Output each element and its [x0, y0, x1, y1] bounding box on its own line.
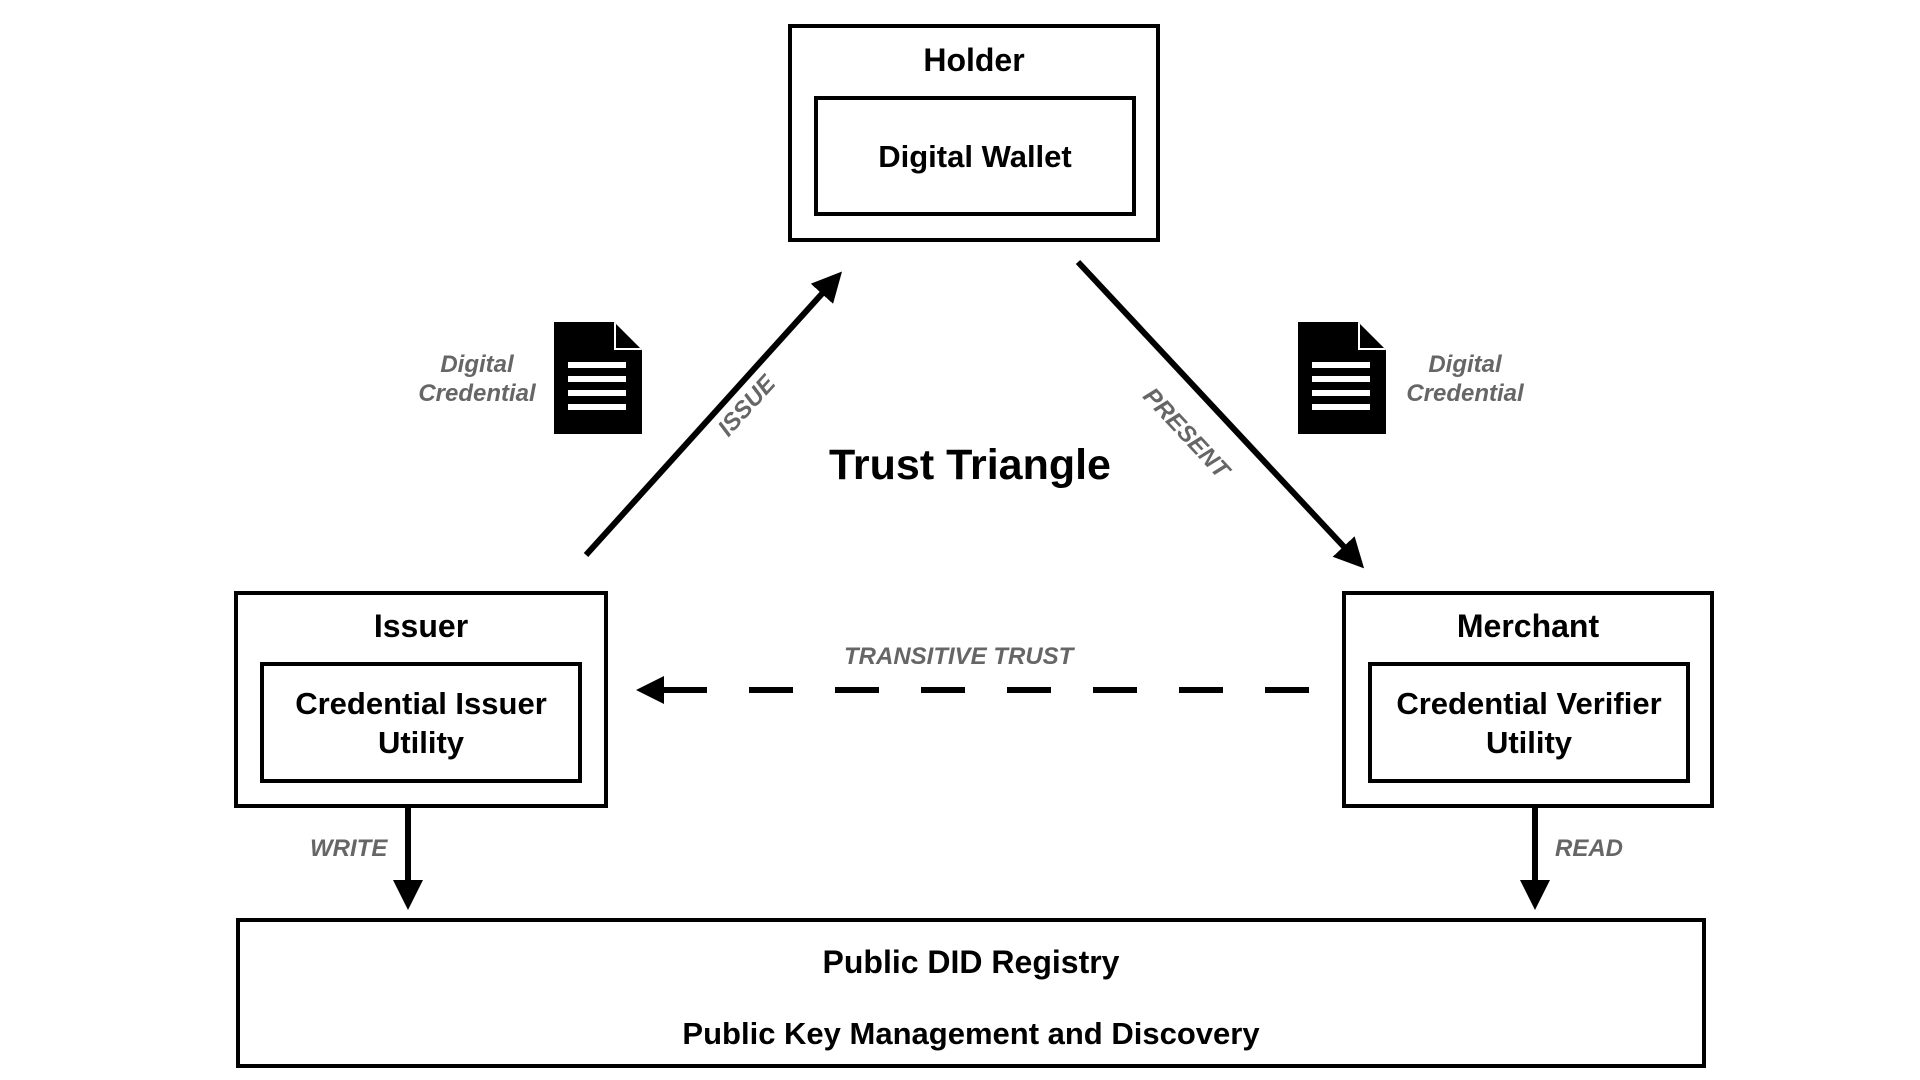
issuer-title: Issuer	[373, 608, 469, 644]
holder-box: Holder Digital Wallet	[788, 24, 1160, 242]
digital-wallet-box: Digital Wallet	[814, 96, 1136, 216]
credential-right-line1: Digital	[1428, 351, 1502, 378]
write-label: WRITE	[310, 835, 388, 862]
credential-right-label: Digital Credential	[1400, 350, 1530, 408]
digital-wallet-label: Digital Wallet	[878, 138, 1072, 174]
transitive-trust-arrowhead	[636, 676, 664, 704]
holder-title: Holder	[923, 42, 1025, 78]
credential-issuer-utility-line1: Credential Issuer	[295, 685, 547, 721]
trust-triangle-title: Trust Triangle	[829, 441, 1111, 489]
transitive-trust-label: TRANSITIVE TRUST	[844, 643, 1074, 670]
credential-verifier-utility-line2: Utility	[1485, 724, 1573, 760]
registry-title: Public DID Registry	[822, 944, 1120, 980]
public-did-registry-box: Public DID Registry Public Key Managemen…	[236, 918, 1706, 1068]
document-icon	[1298, 322, 1386, 434]
credential-issuer-utility-line2: Utility	[377, 724, 465, 760]
issue-label: ISSUE	[712, 370, 782, 442]
credential-issuer-utility-box: Credential Issuer Utility	[260, 662, 582, 783]
credential-right-line2: Credential	[1406, 380, 1524, 407]
document-icon	[554, 322, 642, 434]
present-label: PRESENT	[1137, 382, 1235, 485]
read-label: READ	[1555, 835, 1624, 862]
credential-verifier-utility-box: Credential Verifier Utility	[1368, 662, 1690, 783]
credential-left-label: Digital Credential	[412, 350, 542, 408]
credential-left-line1: Digital	[440, 351, 514, 378]
merchant-box: Merchant Credential Verifier Utility	[1342, 591, 1714, 808]
issuer-box: Issuer Credential Issuer Utility	[234, 591, 608, 808]
credential-left-line2: Credential	[418, 380, 536, 407]
merchant-title: Merchant	[1456, 608, 1600, 644]
credential-verifier-utility-line1: Credential Verifier	[1396, 685, 1662, 721]
registry-subtitle: Public Key Management and Discovery	[682, 1016, 1260, 1051]
